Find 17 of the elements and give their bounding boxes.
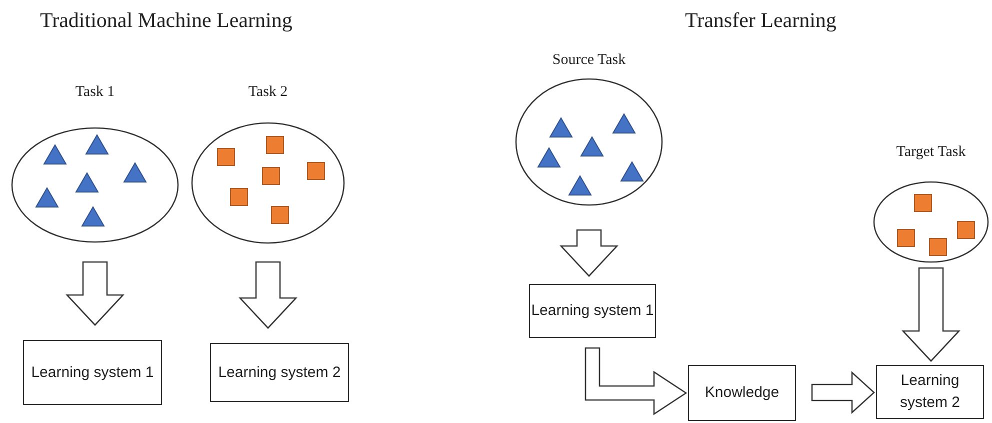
process-box: Learning system 2: [210, 343, 349, 402]
block-arrow: [560, 229, 618, 277]
block-arrow: [902, 267, 960, 362]
task-label: Task 1: [74, 84, 116, 101]
block-arrow: [66, 261, 124, 326]
block-arrow: [811, 371, 875, 414]
process-box: Learning system 1: [529, 284, 656, 338]
task-label: Task 2: [247, 84, 289, 101]
process-box: Knowledge: [688, 365, 796, 421]
process-box: Learning system 1: [23, 340, 162, 405]
block-arrow: [584, 347, 688, 416]
task-label: Target Task: [895, 144, 967, 161]
section-heading: Traditional Machine Learning: [40, 8, 292, 33]
block-arrow: [238, 261, 298, 329]
section-heading: Transfer Learning: [685, 8, 836, 33]
process-box: Learning system 2: [876, 365, 984, 419]
task-label: Source Task: [551, 52, 627, 69]
